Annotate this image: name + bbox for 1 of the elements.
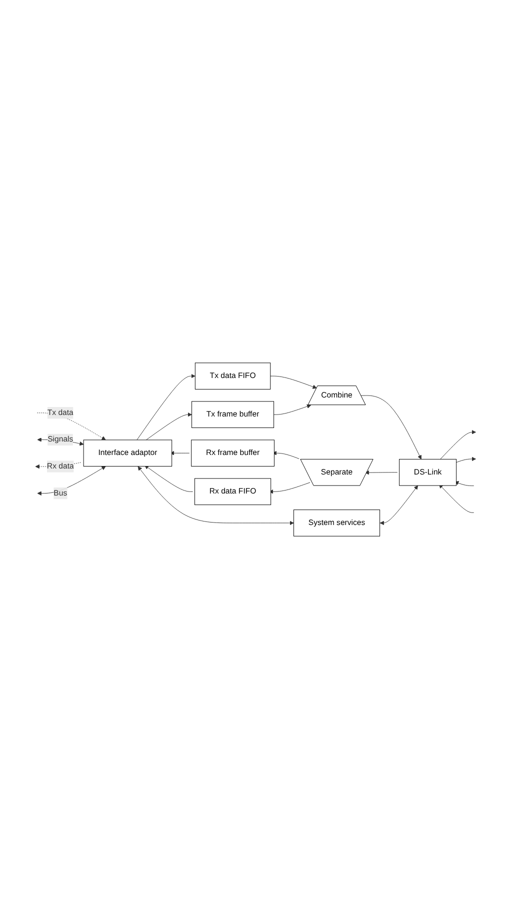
- arrow: [380, 485, 418, 526]
